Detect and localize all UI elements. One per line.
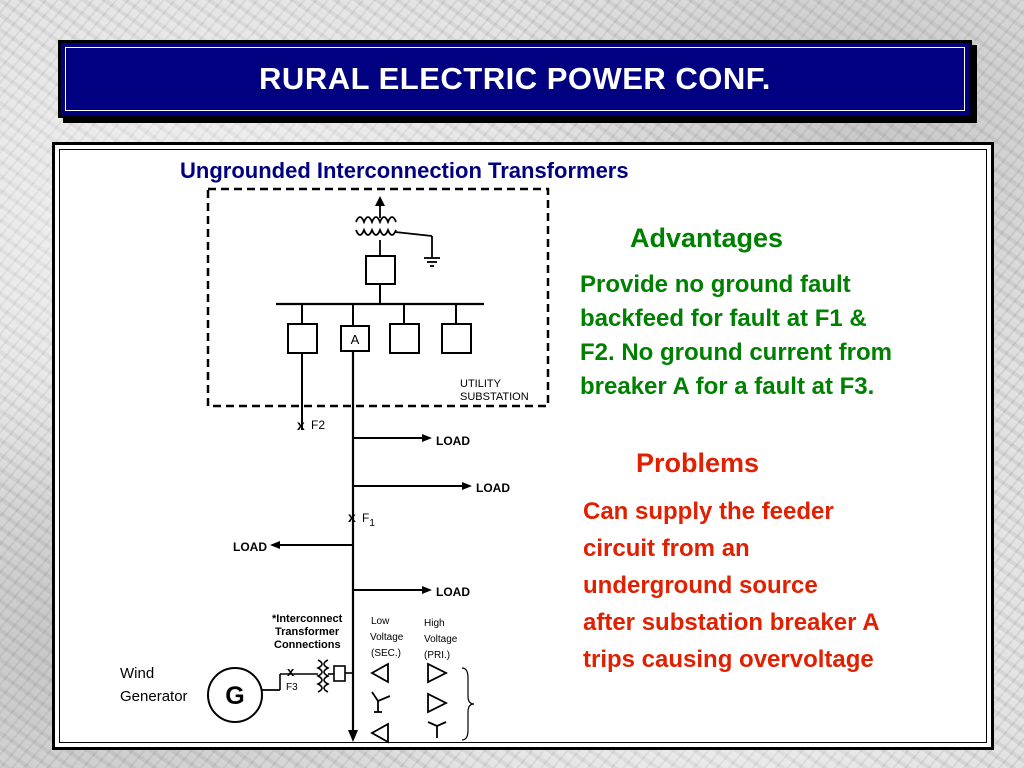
problems-line: Can supply the feeder <box>583 498 834 525</box>
advantages-body: Provide no ground fault backfeed for fau… <box>580 268 950 404</box>
load-arrow-2 <box>462 482 472 490</box>
substation-label-substation: SUBSTATION <box>460 391 529 403</box>
substation-transformer-icon <box>355 216 440 267</box>
low-voltage-label-2: Voltage <box>370 632 404 643</box>
advantages-heading: Advantages <box>630 223 784 253</box>
load-label-1: LOAD <box>436 434 470 448</box>
interconnect-label-1: *Interconnect <box>272 613 343 625</box>
generator-icon <box>207 667 263 723</box>
advantages-line: Provide no ground fault <box>580 271 851 298</box>
main-feeder-arrow-head <box>348 730 358 742</box>
breaker-a-label: A <box>351 332 360 347</box>
feeder-breaker-1 <box>287 323 318 354</box>
load-label-4: LOAD <box>436 585 470 599</box>
content-panel-frame <box>59 149 987 743</box>
feeder-breaker-3 <box>389 323 420 354</box>
slide-title: RURAL ELECTRIC POWER CONF. <box>259 61 771 96</box>
fault-label-f1: F1 <box>362 511 375 529</box>
breaker-a <box>340 325 370 352</box>
interconnect-label-3: Connections <box>274 639 341 651</box>
problems-body: Can supply the feeder circuit from an un… <box>583 493 953 678</box>
low-voltage-symbols <box>370 662 391 744</box>
title-banner: RURAL ELECTRIC POWER CONF. <box>58 40 972 118</box>
problems-line: trips causing overvoltage <box>583 646 874 673</box>
symbol-brace <box>461 667 475 741</box>
wind-generator-label-2: Generator <box>120 688 188 705</box>
problems-line: after substation breaker A <box>583 609 880 636</box>
fault-label-f2: F2 <box>311 418 325 432</box>
high-voltage-label-1: High <box>424 618 445 629</box>
substation-label-utility: UTILITY <box>460 378 502 390</box>
interconnect-label-2: Transformer <box>275 626 340 638</box>
load-label-2: LOAD <box>476 481 510 495</box>
load-arrow-3 <box>270 541 280 549</box>
low-voltage-label-3: (SEC.) <box>371 648 401 659</box>
wind-generator-label-1: Wind <box>120 665 154 682</box>
fault-mark-f3: x <box>287 664 295 679</box>
interconnect-transformer-icon <box>279 659 353 693</box>
slide-subtitle: Ungrounded Interconnection Transformers <box>180 158 629 183</box>
advantages-line: backfeed for fault at F1 & <box>580 305 867 332</box>
advantages-line: F2. No ground current from <box>580 339 892 366</box>
transformer-arrow-head <box>375 196 385 206</box>
load-label-3: LOAD <box>233 540 267 554</box>
problems-line: circuit from an <box>583 535 750 562</box>
main-breaker <box>365 255 396 285</box>
load-arrow-4 <box>422 586 432 594</box>
advantages-line: breaker A for a fault at F3. <box>580 373 875 400</box>
substation-boundary <box>206 187 550 408</box>
problems-heading: Problems <box>636 448 760 478</box>
problems-line: underground source <box>583 572 818 599</box>
fault-label-f3: F3 <box>286 682 298 693</box>
fault-mark-f1: x <box>348 509 356 525</box>
high-voltage-symbols <box>427 662 449 738</box>
generator-symbol: G <box>225 682 244 710</box>
high-voltage-label-2: Voltage <box>424 634 458 645</box>
high-voltage-label-3: (PRI.) <box>424 650 450 661</box>
title-banner-border <box>65 47 965 111</box>
fault-mark-f2: x <box>297 417 305 433</box>
low-voltage-label-1: Low <box>371 616 390 627</box>
feeder-breaker-4 <box>441 323 472 354</box>
load-arrow-1 <box>422 434 432 442</box>
